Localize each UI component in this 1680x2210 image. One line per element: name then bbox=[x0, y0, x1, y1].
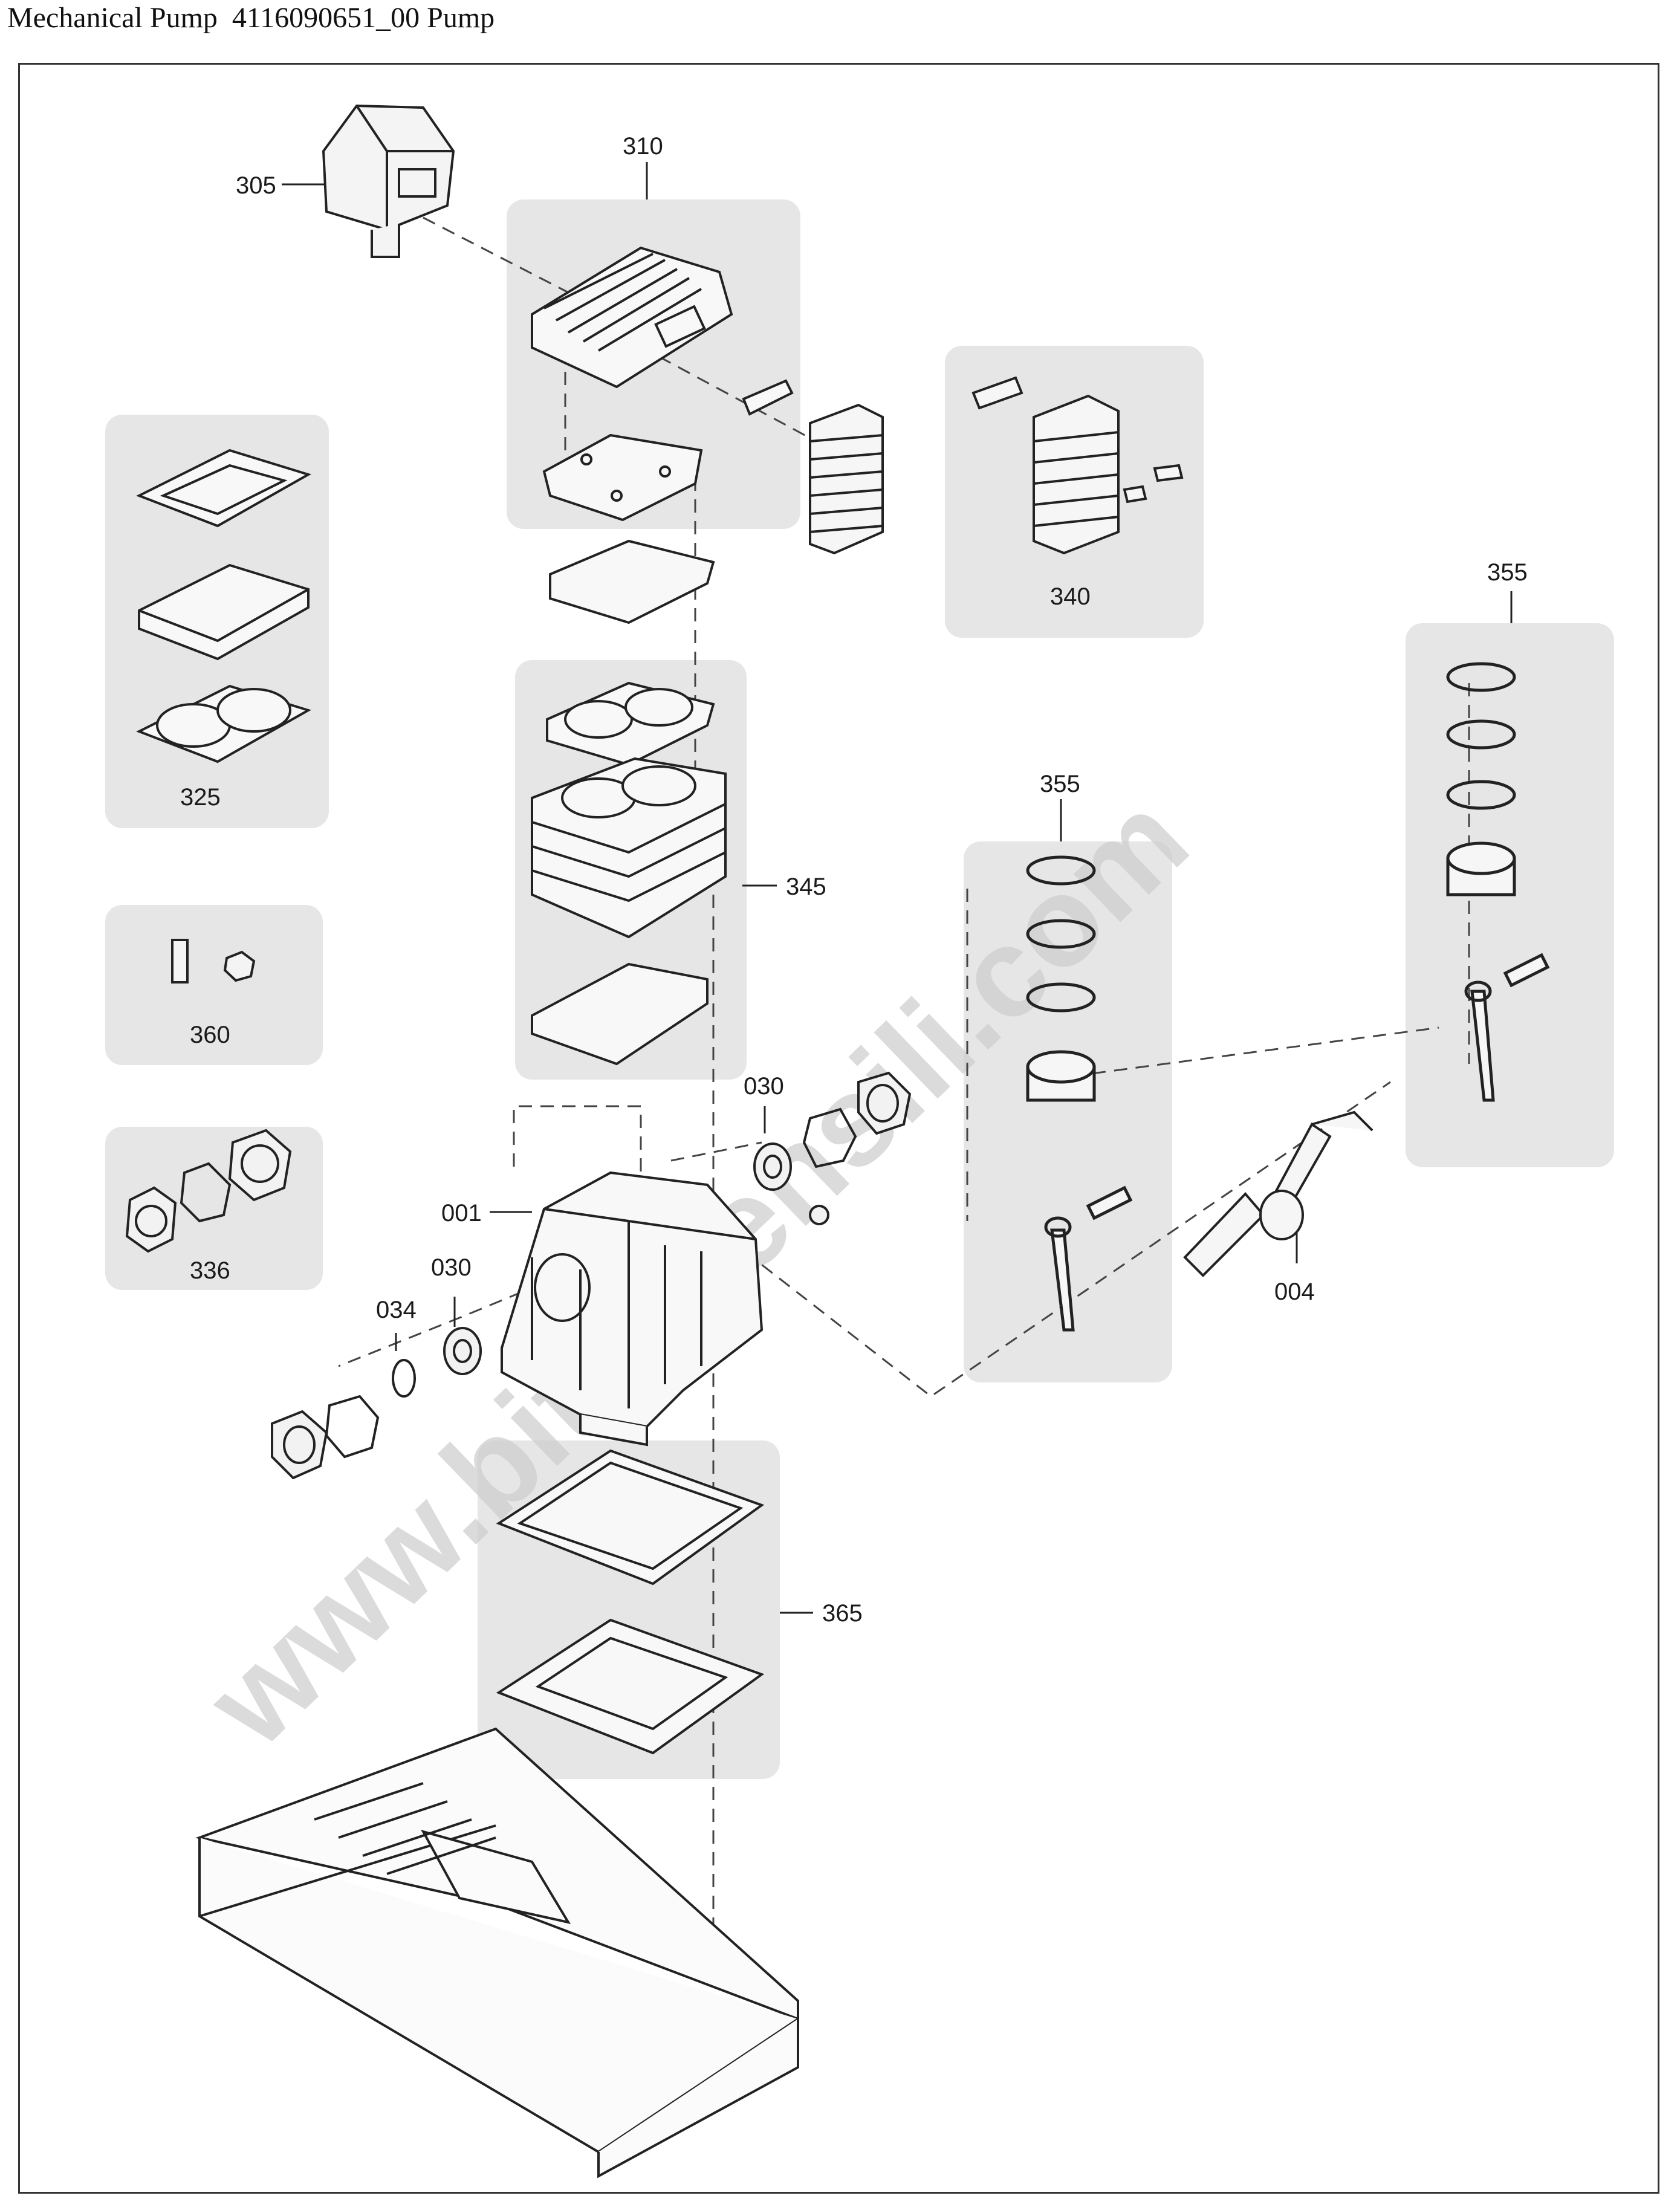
label-305: 305 bbox=[236, 172, 276, 199]
part-355-drawing bbox=[1026, 662, 1550, 1332]
label-310: 310 bbox=[623, 133, 663, 160]
panel-355a bbox=[964, 841, 1172, 1382]
part-001-drawing bbox=[501, 1171, 764, 1447]
part-bearings-drawing bbox=[271, 1071, 912, 1480]
label-365: 365 bbox=[822, 1600, 863, 1627]
leader-lines bbox=[282, 162, 1513, 1614]
part-325-drawing bbox=[136, 449, 312, 763]
part-305-drawing bbox=[322, 104, 455, 258]
label-355-right: 355 bbox=[1487, 559, 1528, 586]
label-004: 004 bbox=[1274, 1278, 1315, 1305]
label-034: 034 bbox=[376, 1297, 417, 1323]
label-336: 336 bbox=[190, 1257, 230, 1284]
part-336-drawing bbox=[125, 1129, 292, 1253]
label-030-right: 030 bbox=[744, 1073, 784, 1100]
label-355-left: 355 bbox=[1040, 771, 1080, 797]
label-345: 345 bbox=[786, 873, 826, 900]
panel-360 bbox=[105, 905, 323, 1065]
label-340: 340 bbox=[1050, 583, 1091, 610]
label-030-left: 030 bbox=[431, 1254, 472, 1281]
part-labels: 310 305 340 355 355 325 345 360 336 030 … bbox=[180, 133, 1528, 1627]
label-001: 001 bbox=[441, 1200, 482, 1227]
label-325: 325 bbox=[180, 784, 221, 811]
part-345-drawing bbox=[531, 539, 727, 1066]
part-004-drawing bbox=[1183, 1110, 1374, 1277]
part-cooler-drawing bbox=[809, 403, 884, 555]
part-310-drawing bbox=[531, 246, 794, 522]
part-360-drawing bbox=[171, 939, 256, 983]
label-360: 360 bbox=[190, 1022, 230, 1048]
drawing-frame bbox=[18, 63, 1659, 2194]
part-340-drawing bbox=[971, 376, 1184, 555]
base-frame-drawing bbox=[195, 1727, 799, 2179]
part-365-drawing bbox=[496, 1449, 765, 1755]
page-title: Mechanical Pump 4116090651_00 Pump bbox=[7, 2, 495, 34]
